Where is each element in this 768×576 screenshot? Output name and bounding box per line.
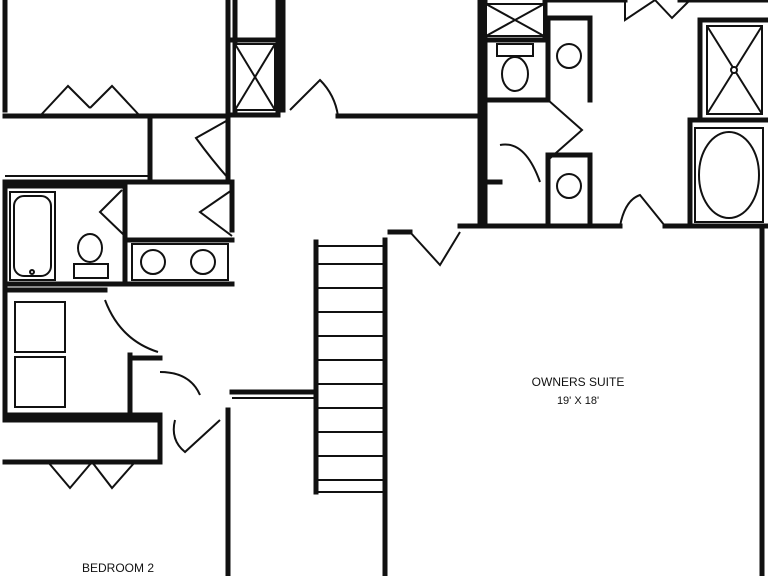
room-labels: OWNERS SUITE 19' X 18' BEDROOM 2 [82,375,624,575]
room-name-bedroom-2: BEDROOM 2 [82,561,154,575]
fixtures [9,3,764,408]
room-name-owners-suite: OWNERS SUITE [532,375,625,389]
doors [39,0,691,490]
staircase [313,239,385,495]
room-size-owners-suite: 19' X 18' [557,395,599,407]
